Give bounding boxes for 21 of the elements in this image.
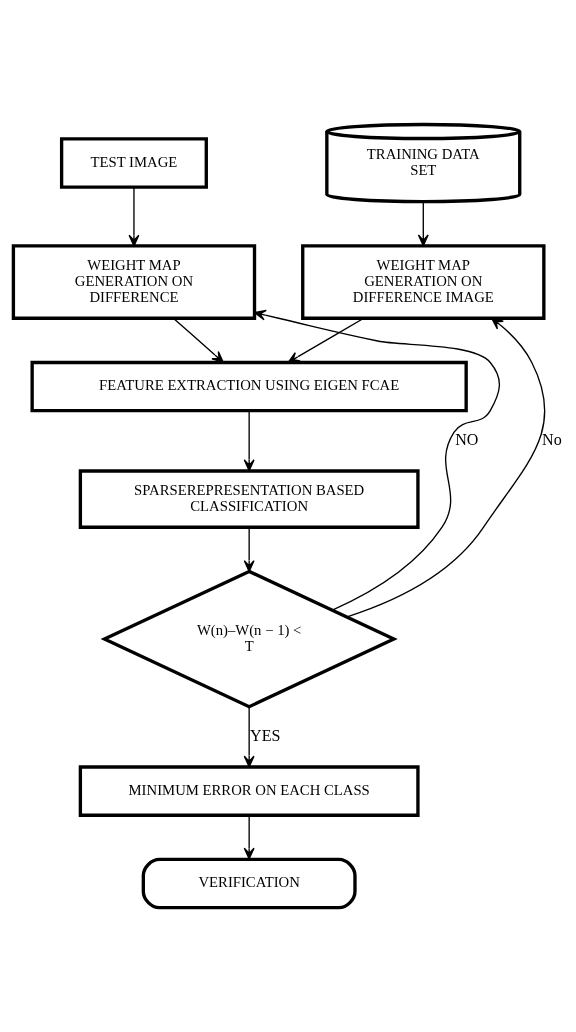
node-diamond: W(n)–W(n − 1) < T [100,569,398,709]
node-box: SPARSEREPRESENTATION BASED CLASSIFICATION [78,469,420,529]
edge-label: NO [455,430,479,448]
arrow [172,317,224,363]
arrow [243,526,255,573]
arrow [346,317,546,618]
node-box: FEATURE EXTRACTION USING EIGEN FCAE [30,360,468,413]
arrow [128,186,140,247]
node-box: WEIGHT MAP GENERATION ON DIFFERENCE [11,244,257,320]
arrow [243,814,255,860]
arrow [243,706,255,768]
edge-label: YES [250,727,281,745]
edge-label: No [542,430,562,448]
node-box: VERIFICATION [141,857,357,910]
arrow [287,317,365,363]
arrow [243,410,255,472]
node-box: WEIGHT MAP GENERATION ON DIFFERENCE IMAGE [301,244,546,320]
node-box: MINIMUM ERROR ON EACH CLASS [78,765,420,817]
node-box: TEST IMAGE [59,137,208,189]
arrow [417,201,429,247]
arrow [254,309,501,611]
